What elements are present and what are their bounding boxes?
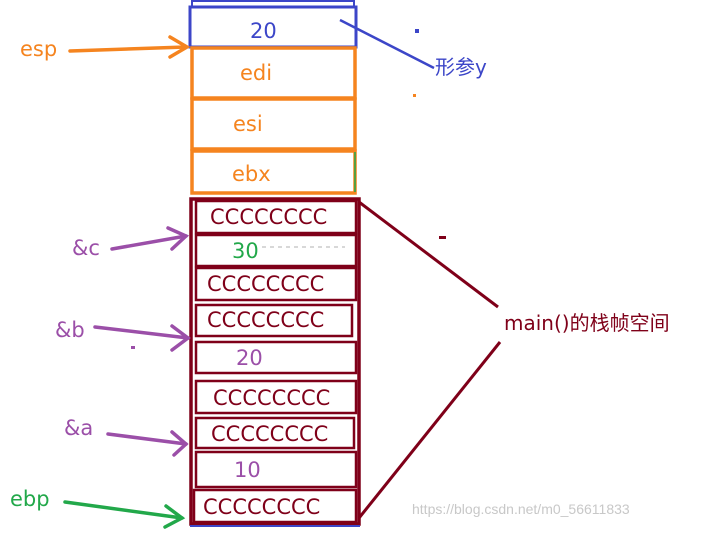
- frame-cell-1: CCCCCCCC: [210, 205, 328, 229]
- frame-cell-6: CCCCCCCC: [213, 386, 331, 410]
- frame-cell-4-box: [194, 303, 354, 338]
- a-arrow: [106, 430, 189, 457]
- param-y-label: 形参y: [435, 55, 487, 79]
- frame-cell-9-box: [192, 488, 358, 524]
- esp-arrow: [68, 35, 191, 59]
- frame-cell-3: CCCCCCCC: [207, 272, 325, 296]
- frame-cell-8-box: [194, 450, 358, 489]
- frame-cell-a-value: 10: [234, 458, 261, 482]
- param-y-value: 20: [250, 19, 277, 43]
- main-frame-label: main()的栈帧空间: [504, 311, 670, 335]
- edi-cell-box: [190, 46, 357, 100]
- b-address-label: &b: [55, 318, 85, 342]
- ebp-arrow: [63, 500, 186, 529]
- main-bracket-top-line: [358, 200, 499, 309]
- ebp-label: ebp: [10, 487, 50, 511]
- c-address-label: &c: [72, 236, 100, 260]
- frame-cell-1-box: [194, 199, 358, 235]
- a-address-label: &a: [64, 416, 94, 440]
- ebx-register: ebx: [232, 162, 271, 186]
- esp-label: esp: [20, 37, 58, 61]
- esi-cell-box: [190, 97, 357, 151]
- frame-cell-b-value: 20: [236, 346, 263, 370]
- b-arrow: [93, 324, 191, 352]
- purple-dot: [131, 346, 135, 349]
- main-bracket-bottom-line: [357, 341, 502, 519]
- edi-register: edi: [240, 61, 273, 85]
- frame-cell-2-box: [194, 233, 358, 268]
- ebx-cell-box: [190, 149, 357, 195]
- frame-cell-3-box: [194, 266, 358, 302]
- blue-dot: [415, 29, 419, 33]
- frame-cell-c-value: 30: [232, 239, 259, 263]
- frame-cell-7-box: [194, 416, 356, 450]
- param-connector-line: [339, 18, 435, 70]
- esi-register: esi: [233, 112, 263, 136]
- maroon-dash: [439, 236, 446, 239]
- main-frame-box: [189, 197, 361, 526]
- frame-cell-4: CCCCCCCC: [207, 308, 325, 332]
- frame-cell-6-box: [194, 379, 358, 415]
- orange-dot: [413, 94, 416, 97]
- frame-cell-7: CCCCCCCC: [211, 422, 329, 446]
- frame-cell-5-box: [194, 340, 358, 375]
- c-arrow: [110, 226, 190, 251]
- frame-cell-9: CCCCCCCC: [203, 495, 321, 519]
- watermark: https://blog.csdn.net/m0_56611833: [412, 501, 630, 517]
